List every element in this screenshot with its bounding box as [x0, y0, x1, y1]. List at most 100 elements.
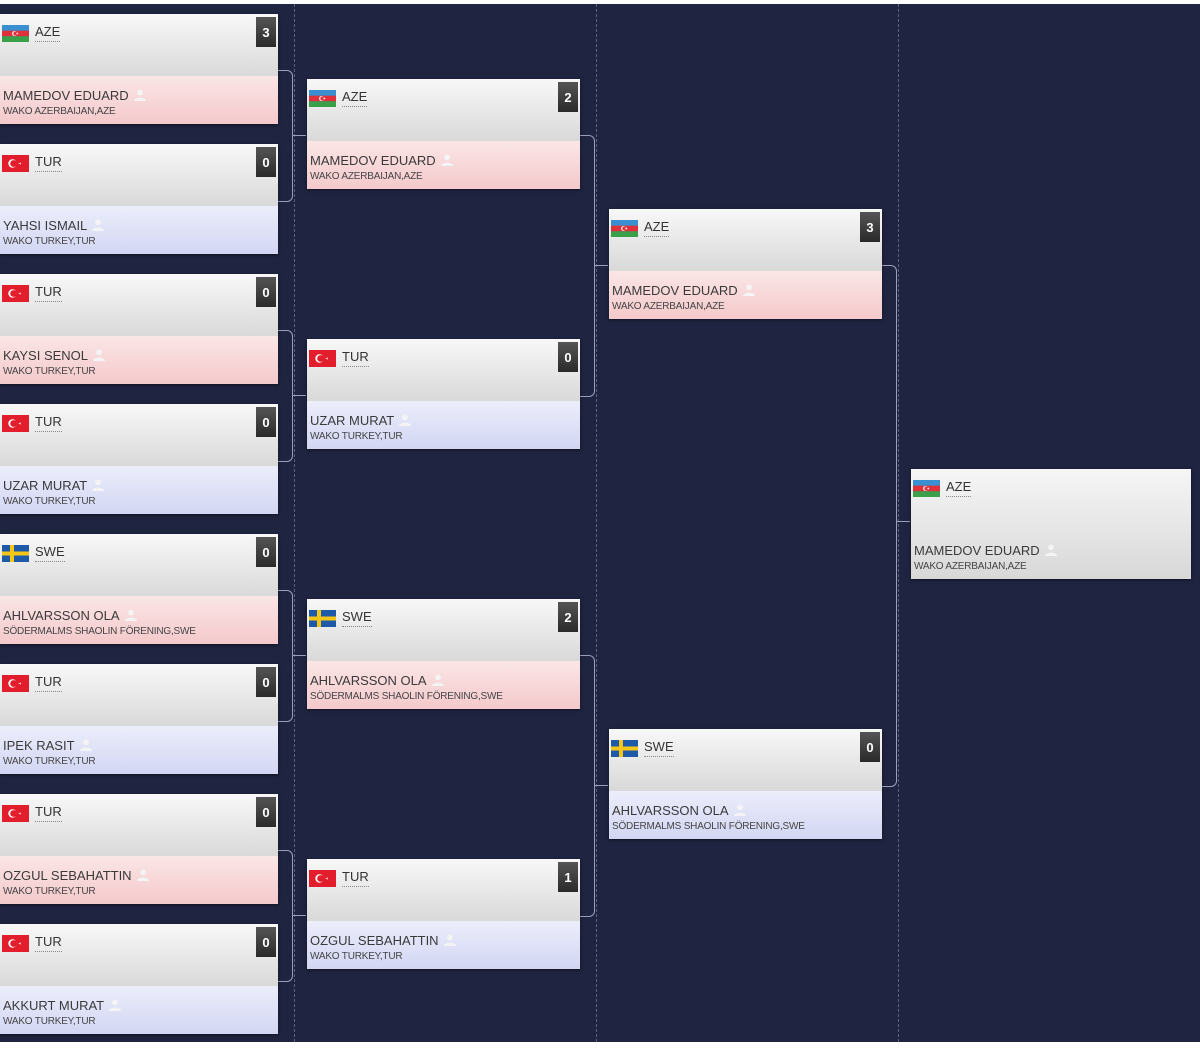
country-code: TUR	[35, 934, 62, 952]
person-icon	[87, 478, 105, 493]
bracket-connector	[594, 785, 608, 786]
club-name: WAKO AZERBAIJAN,AZE	[310, 171, 423, 182]
club-name: WAKO TURKEY,TUR	[3, 236, 96, 247]
club-name: WAKO TURKEY,TUR	[3, 756, 96, 767]
score-badge: 0	[256, 797, 276, 827]
flag-tur-icon	[2, 935, 29, 952]
athlete-name[interactable]: AHLVARSSON OLA	[310, 673, 445, 688]
score-badge: 0	[256, 667, 276, 697]
bracket-connector	[594, 265, 608, 266]
club-name: SÖDERMALMS SHAOLIN FÖRENING,SWE	[612, 821, 805, 832]
club-name: SÖDERMALMS SHAOLIN FÖRENING,SWE	[3, 626, 196, 637]
person-icon	[394, 413, 412, 428]
country-code: TUR	[342, 349, 369, 367]
card-body: YAHSI ISMAIL WAKO TURKEY,TUR	[0, 206, 278, 254]
card-body: KAYSI SENOL WAKO TURKEY,TUR	[0, 336, 278, 384]
country-code: AZE	[35, 24, 61, 42]
club-name: WAKO TURKEY,TUR	[3, 1016, 96, 1027]
athlete-name[interactable]: MAMEDOV EDUARD	[310, 153, 454, 168]
club-name: WAKO TURKEY,TUR	[3, 496, 96, 507]
athlete-name[interactable]: KAYSI SENOL	[3, 348, 106, 363]
flag-tur-icon	[309, 350, 336, 367]
athlete-name[interactable]: AKKURT MURAT	[3, 998, 122, 1013]
flag-aze-icon	[913, 480, 940, 497]
flag-tur-icon	[309, 870, 336, 887]
bracket-connector	[292, 135, 306, 136]
athlete-name[interactable]: IPEK RASIT	[3, 738, 93, 753]
column-divider	[898, 4, 899, 1042]
flag-swe-icon	[2, 545, 29, 562]
person-icon	[87, 218, 105, 233]
athlete-name[interactable]: AHLVARSSON OLA	[3, 608, 138, 623]
athlete-name[interactable]: OZGUL SEBAHATTIN	[310, 933, 457, 948]
flag-tur-icon	[2, 155, 29, 172]
flag-swe-icon	[611, 740, 638, 757]
country-code: TUR	[35, 284, 62, 302]
person-icon	[738, 283, 756, 298]
athlete-name[interactable]: UZAR MURAT	[310, 413, 412, 428]
person-icon	[436, 153, 454, 168]
column-divider	[596, 4, 597, 1042]
club-name: SÖDERMALMS SHAOLIN FÖRENING,SWE	[310, 691, 503, 702]
athlete-name[interactable]: MAMEDOV EDUARD	[612, 283, 756, 298]
flag-tur-icon	[2, 415, 29, 432]
flag-aze-icon	[2, 25, 29, 42]
card-header: TUR 0	[307, 339, 580, 401]
card-header: AZE	[911, 469, 1191, 531]
athlete-name[interactable]: AHLVARSSON OLA	[612, 803, 747, 818]
athlete-name[interactable]: OZGUL SEBAHATTIN	[3, 868, 150, 883]
athlete-name[interactable]: UZAR MURAT	[3, 478, 105, 493]
flag-swe-icon	[309, 610, 336, 627]
athlete-name[interactable]: YAHSI ISMAIL	[3, 218, 105, 233]
club-name: WAKO TURKEY,TUR	[3, 366, 96, 377]
bracket-connector	[292, 915, 306, 916]
score-badge: 0	[256, 407, 276, 437]
club-name: WAKO TURKEY,TUR	[310, 951, 403, 962]
club-name: WAKO TURKEY,TUR	[3, 886, 96, 897]
flag-aze-icon	[309, 90, 336, 107]
athlete-name[interactable]: MAMEDOV EDUARD	[914, 543, 1058, 558]
person-icon	[1040, 543, 1058, 558]
country-code: TUR	[35, 414, 62, 432]
bracket-connector	[896, 521, 910, 522]
person-icon	[75, 738, 93, 753]
person-icon	[427, 673, 445, 688]
country-code: AZE	[342, 89, 368, 107]
athlete-name[interactable]: MAMEDOV EDUARD	[3, 88, 147, 103]
card-body: OZGUL SEBAHATTIN WAKO TURKEY,TUR	[0, 856, 278, 904]
country-code: TUR	[35, 154, 62, 172]
card-body: AHLVARSSON OLA SÖDERMALMS SHAOLIN FÖRENIN…	[609, 791, 882, 839]
score-badge: 0	[558, 342, 578, 372]
flag-aze-icon	[611, 220, 638, 237]
card-body: IPEK RASIT WAKO TURKEY,TUR	[0, 726, 278, 774]
